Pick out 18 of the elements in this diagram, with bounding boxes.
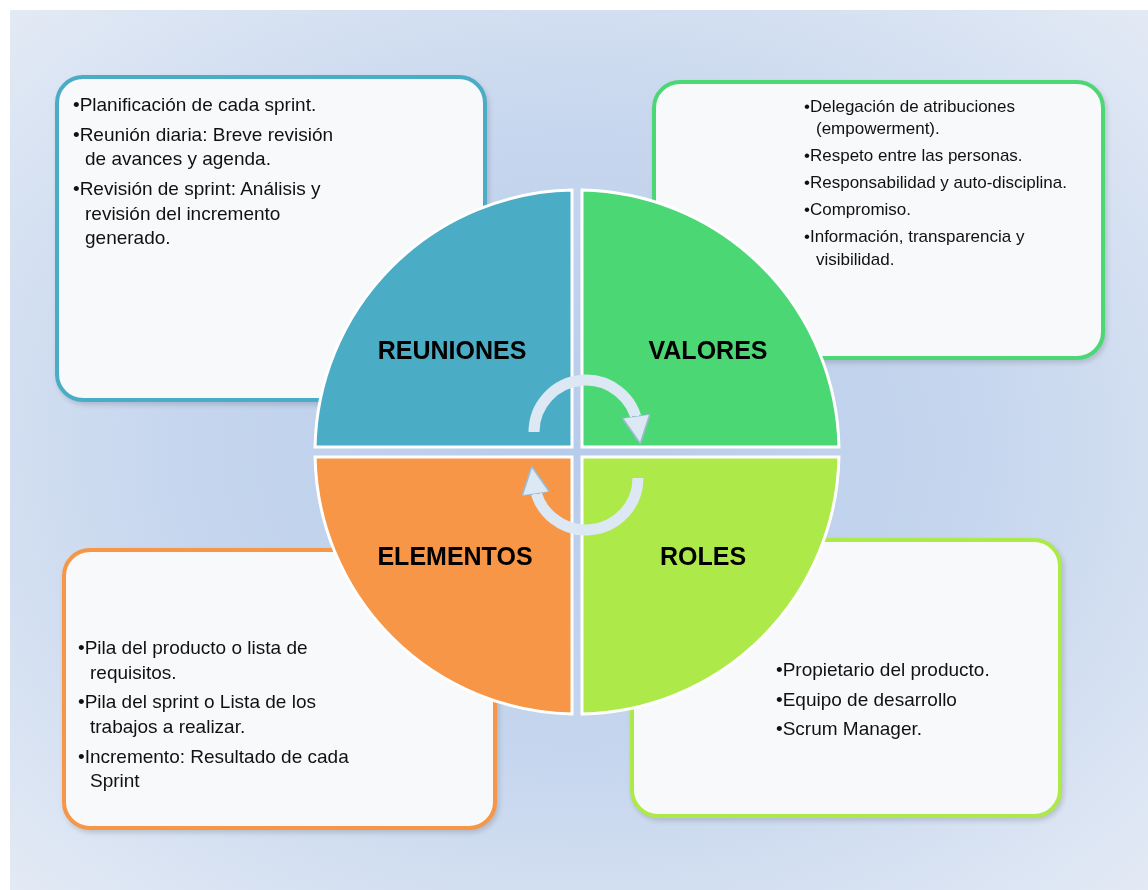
quadrant-title: ELEMENTOS <box>377 541 533 571</box>
quadrant-title: ROLES <box>659 541 747 571</box>
bullet-item: •Respeto entre las personas. <box>804 145 1024 168</box>
bullet-item: •Equipo de desarrollo <box>776 687 958 712</box>
bullet-item: •Delegación de atribuciones (empowerment). <box>804 96 1017 141</box>
bullet-item: •Reunión diaria: Breve revisión de avances y agenda. <box>73 122 335 172</box>
quadrant-title: VALORES <box>648 335 768 365</box>
bullet-item: •Revisión de sprint: Análisis y revisión del incremento generado. <box>73 177 322 251</box>
bullet-item: •Pila del producto o lista de requisitos. <box>78 636 309 685</box>
bullet-item: •Información, transparencia y visibilidad. <box>804 226 1026 271</box>
bullet-item: •Propietario del producto. <box>776 658 991 682</box>
quadrant-title: REUNIONES <box>377 335 527 365</box>
bullet-item: •Pila del sprint o Lista de los trabajos a realizar. <box>78 690 317 740</box>
bullet-item: •Incremento: Resultado de cada Sprint <box>78 744 350 794</box>
bullet-item: •Planificación de cada sprint. <box>73 93 318 117</box>
bullet-item: •Compromiso. <box>804 199 913 222</box>
bullet-item: •Scrum Manager. <box>776 717 924 742</box>
bullet-item: •Responsabilidad y auto-disciplina. <box>804 172 1068 195</box>
